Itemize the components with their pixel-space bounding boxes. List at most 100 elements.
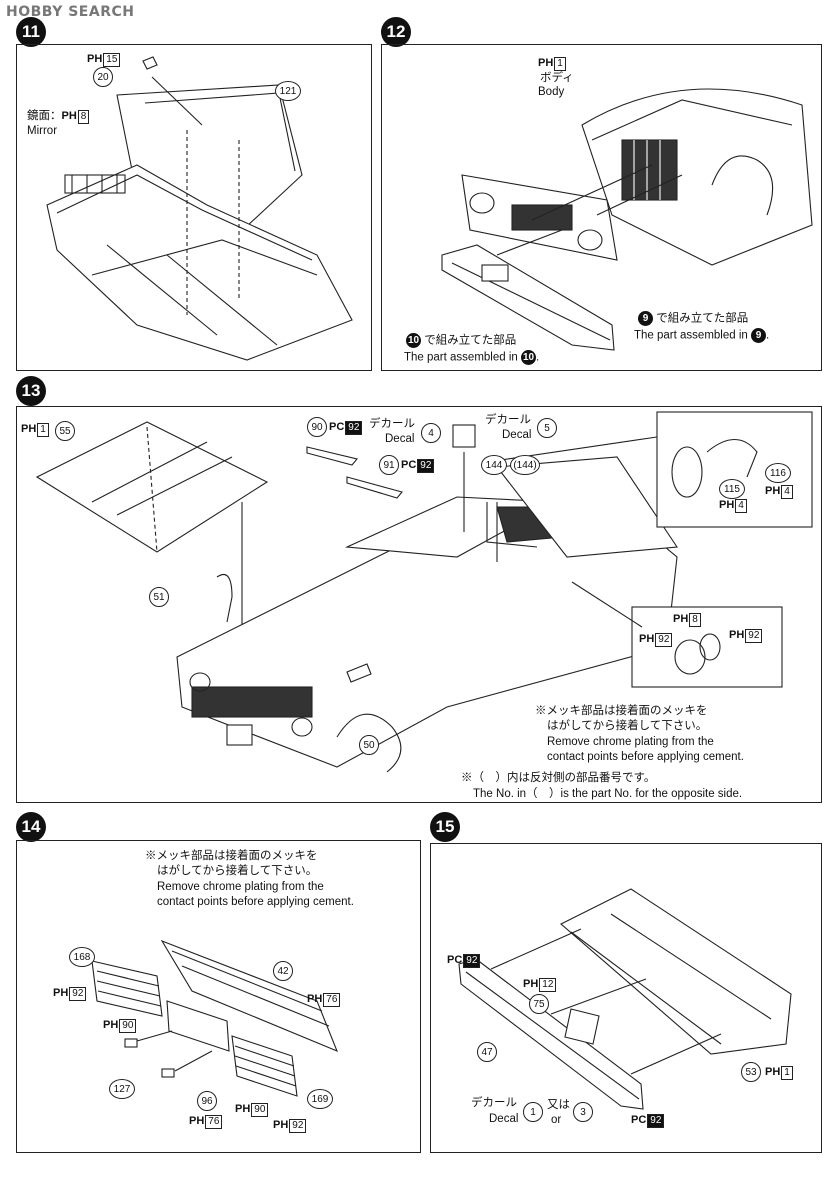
step-ref-10: 10 bbox=[406, 333, 421, 348]
assembled-in-10-en: The part assembled in 10. bbox=[404, 350, 540, 365]
mirror-jp-text: 鏡面： bbox=[27, 110, 62, 122]
paint-code-box: 4 bbox=[781, 485, 793, 499]
paint-prefix: PH bbox=[729, 629, 745, 641]
step-14-panel: ※メッキ部品は接着面のメッキを はがしてから接着して下さい。 Remove ch… bbox=[16, 840, 421, 1153]
or-en: or bbox=[551, 1114, 562, 1126]
step-15-bumper-drawing bbox=[458, 888, 792, 1110]
assembled-in-9-en: The part assembled in 9. bbox=[634, 328, 770, 343]
decal-4-jp: デカール bbox=[369, 418, 415, 430]
part-127: 127 bbox=[109, 1079, 135, 1099]
paint-prefix: PH bbox=[189, 1115, 205, 1127]
decal-en: Decal bbox=[489, 1113, 519, 1125]
paint-code-box: 92 bbox=[289, 1119, 307, 1133]
paint-prefix: PH bbox=[639, 633, 655, 645]
paint-prefix: PH bbox=[103, 1019, 119, 1031]
paint-prefix: PH bbox=[673, 613, 689, 625]
step-ref-9: 9 bbox=[638, 311, 653, 326]
step-11-badge: 11 bbox=[16, 17, 46, 47]
paint-code-box: 90 bbox=[251, 1103, 269, 1117]
assembled-in-10-jp: 10 で組み立てた部品 bbox=[406, 333, 516, 348]
part-116: 116 bbox=[765, 463, 791, 483]
part-75: 75 bbox=[529, 994, 549, 1014]
part-121: 121 bbox=[275, 81, 301, 101]
paint-code-box: 92 bbox=[69, 987, 87, 1001]
part-47: 47 bbox=[477, 1042, 497, 1062]
paint-code-box: 12 bbox=[539, 978, 557, 992]
part-51: 51 bbox=[149, 587, 169, 607]
assembled-9-jp-text: で組み立てた部品 bbox=[656, 312, 749, 325]
body-label-en: Body bbox=[538, 86, 565, 98]
paint-code-box: 92 bbox=[647, 1114, 665, 1128]
part-55: 55 bbox=[55, 421, 75, 441]
opposite-side-note-en: The No. in（ ）is the part No. for the opp… bbox=[473, 788, 743, 800]
paint-code-box: 1 bbox=[781, 1066, 793, 1080]
paint-prefix: PC bbox=[329, 421, 345, 433]
paint-prefix: PH bbox=[765, 1066, 781, 1078]
part-42: 42 bbox=[273, 961, 293, 981]
mirror-label-en: Mirror bbox=[27, 125, 58, 137]
or-jp: 又は bbox=[547, 1099, 570, 1111]
paint-prefix: PH bbox=[235, 1103, 251, 1115]
paint-code-box: 92 bbox=[345, 421, 363, 435]
paint-prefix: PC bbox=[447, 954, 463, 966]
decal-5-jp: デカール bbox=[485, 414, 531, 426]
step-12-body-drawing bbox=[441, 88, 813, 351]
body-label-jp: ボディ bbox=[540, 72, 574, 84]
decal-4-en: Decal bbox=[385, 433, 415, 445]
step-14-badge: 14 bbox=[16, 812, 46, 842]
part-50: 50 bbox=[359, 735, 379, 755]
assembled-9-en-text: The part assembled in bbox=[634, 329, 748, 342]
paint-code-box: 92 bbox=[417, 459, 435, 473]
paint-prefix: PH bbox=[719, 499, 735, 511]
chrome-note-en-1: Remove chrome plating from the bbox=[547, 736, 714, 748]
paint-prefix: PH bbox=[523, 978, 539, 990]
part-115: 115 bbox=[719, 479, 745, 499]
paint-prefix: PH bbox=[765, 485, 781, 497]
part-144-opposite: (144) bbox=[510, 455, 540, 475]
part-20: 20 bbox=[93, 67, 113, 87]
paint-code-box: 1 bbox=[554, 57, 566, 71]
paint-prefix: PH bbox=[538, 57, 554, 69]
watermark: HOBBY SEARCH bbox=[6, 4, 135, 20]
s14-chrome-note-jp-2: はがしてから接着して下さい。 bbox=[157, 865, 318, 877]
chrome-note-jp-1: ※メッキ部品は接着面のメッキを bbox=[535, 705, 708, 717]
part-decal-5: 5 bbox=[537, 418, 557, 438]
step-12-badge: 12 bbox=[381, 17, 411, 47]
paint-code-box: 4 bbox=[735, 499, 747, 513]
decal-5-en: Decal bbox=[502, 429, 532, 441]
paint-prefix: PH bbox=[53, 987, 69, 999]
paint-prefix: PH bbox=[307, 993, 323, 1005]
decal-jp: デカール bbox=[471, 1097, 517, 1109]
part-169: 169 bbox=[307, 1089, 333, 1109]
paint-prefix: PC bbox=[631, 1114, 647, 1126]
chrome-note-jp-2: はがしてから接着して下さい。 bbox=[547, 720, 708, 732]
part-144: 144 bbox=[481, 455, 507, 475]
part-decal-4: 4 bbox=[421, 423, 441, 443]
step-15-badge: 15 bbox=[430, 812, 460, 842]
paint-prefix: PH bbox=[273, 1119, 289, 1131]
paint-prefix: PH bbox=[21, 423, 37, 435]
assembled-10-jp-text: で組み立てた部品 bbox=[424, 334, 517, 347]
step-ref-10: 10 bbox=[521, 350, 536, 365]
paint-code-box: 90 bbox=[119, 1019, 137, 1033]
paint-code-box: 92 bbox=[463, 954, 481, 968]
s14-chrome-note-en-2: contact points before applying cement. bbox=[157, 896, 354, 908]
paint-prefix: PH bbox=[61, 110, 77, 122]
paint-code-box: 15 bbox=[103, 53, 121, 67]
paint-code-box: 1 bbox=[37, 423, 49, 437]
